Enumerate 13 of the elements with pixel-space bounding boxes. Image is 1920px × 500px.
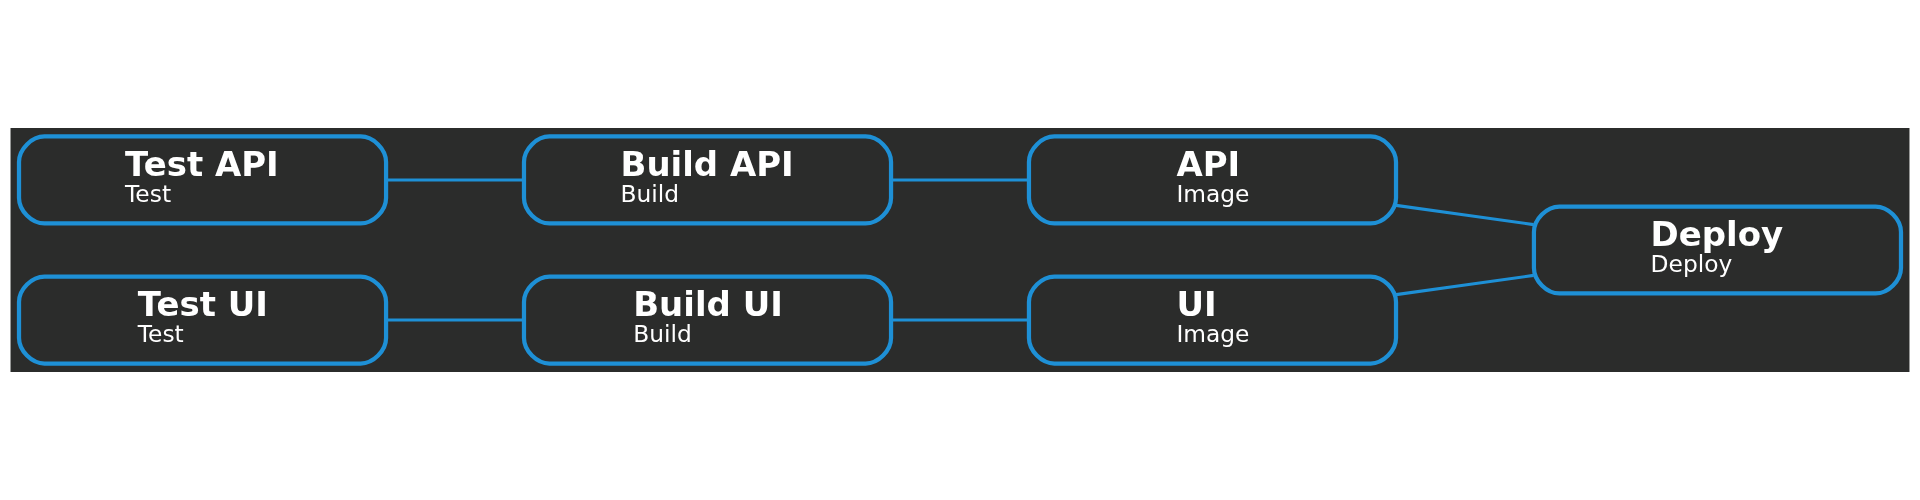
node-box: API Image: [1026, 134, 1399, 226]
connector: [386, 178, 524, 182]
connector: [1395, 273, 1534, 297]
connector: [1395, 203, 1534, 227]
node-box: UI Image: [1026, 274, 1399, 366]
node-box: Build API Build: [521, 134, 894, 226]
node-box: Test UI Test: [16, 274, 389, 366]
node-box: Build UI Build: [521, 274, 894, 366]
connector: [891, 178, 1029, 182]
connector: [386, 318, 524, 322]
node-box: Test API Test: [16, 134, 389, 226]
connector: [891, 318, 1029, 322]
node-box: Deploy Deploy: [1531, 204, 1904, 296]
